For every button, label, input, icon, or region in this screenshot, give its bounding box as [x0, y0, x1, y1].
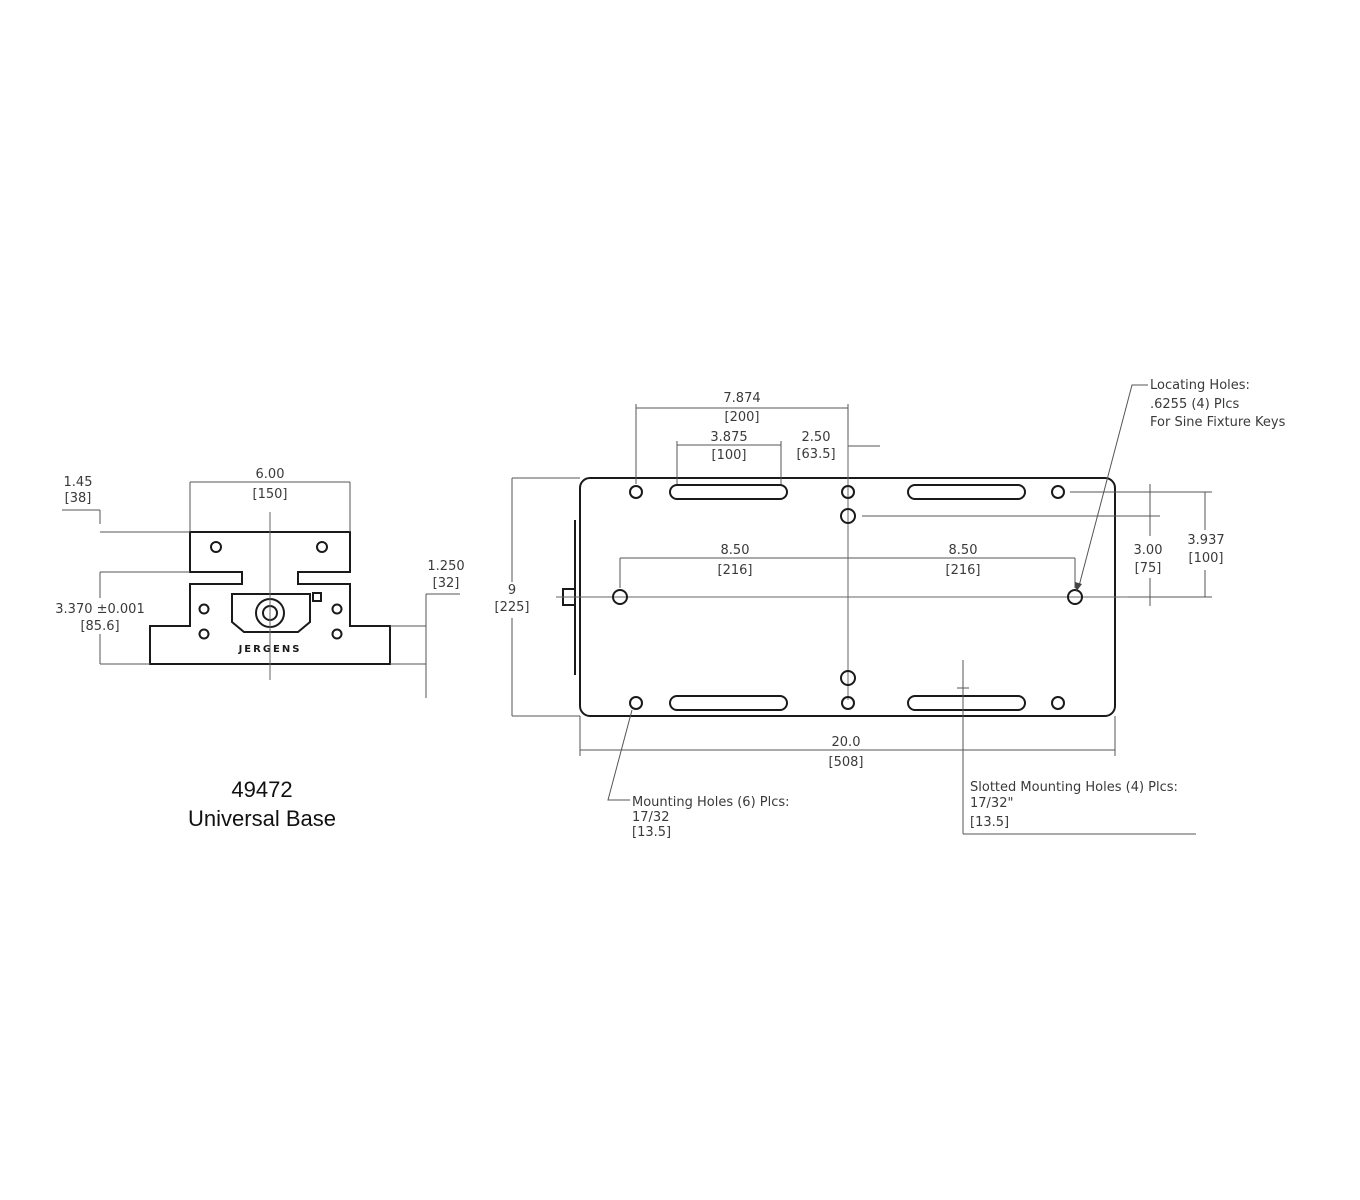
- front-hole: [210, 541, 222, 553]
- dim-step-mm: [38]: [65, 491, 92, 506]
- clamp-pocket: [231, 593, 311, 633]
- front-hole: [198, 603, 210, 615]
- mounting-hole: [1051, 485, 1065, 499]
- callout-slotted-1: Slotted Mounting Holes (4) Plcs:: [970, 780, 1178, 795]
- callout-slotted-3: [13.5]: [970, 815, 1009, 830]
- dim-height-in: 3.370 ±0.001: [55, 602, 144, 617]
- dim-locating-right-mm: [216]: [946, 563, 981, 578]
- dim-offset-mm: [63.5]: [796, 447, 835, 462]
- locating-hole: [840, 670, 856, 686]
- dim-offset-in: 2.50: [802, 430, 831, 445]
- dim-plate-length-in: 20.0: [832, 735, 861, 750]
- front-hole: [198, 628, 210, 640]
- dim-hole-spacing-mm: [200]: [725, 410, 760, 425]
- mounting-hole: [629, 696, 643, 710]
- dim-locating-left-in: 8.50: [721, 543, 750, 558]
- dim-slot-mm: [100]: [712, 448, 747, 463]
- dim-height-mm: [85.6]: [80, 619, 119, 634]
- dim-plate-length-mm: [508]: [829, 755, 864, 770]
- dim-flange-mm: [32]: [433, 576, 460, 591]
- callout-slotted-2: 17/32": [970, 796, 1013, 811]
- dim-locating-left-mm: [216]: [718, 563, 753, 578]
- dim-outer-spacing-mm: [100]: [1189, 551, 1224, 566]
- brand-logo: JERGENS: [238, 644, 302, 655]
- mounting-hole: [1051, 696, 1065, 710]
- set-screw: [312, 592, 322, 602]
- dim-flange-in: 1.250: [427, 559, 464, 574]
- dim-width-in: 6.00: [256, 467, 285, 482]
- mounting-slot: [907, 695, 1026, 711]
- front-hole: [316, 541, 328, 553]
- dim-locating-right-in: 8.50: [949, 543, 978, 558]
- dim-inner-spacing-in: 3.00: [1134, 543, 1163, 558]
- dim-step-in: 1.45: [64, 475, 93, 490]
- mounting-hole: [841, 696, 855, 710]
- dim-plate-height-in: 9: [508, 583, 516, 598]
- callout-locating-3: For Sine Fixture Keys: [1150, 415, 1286, 430]
- front-view: JERGENS 6.00 [150] 1.45 [38] 3.370 ±0.00…: [55, 467, 464, 831]
- front-hole: [331, 603, 343, 615]
- dim-inner-spacing-mm: [75]: [1135, 561, 1162, 576]
- front-hole: [331, 628, 343, 640]
- mounting-slot: [907, 484, 1026, 500]
- dim-outer-spacing-in: 3.937: [1187, 533, 1224, 548]
- locating-hole: [840, 508, 856, 524]
- callout-mounting-3: [13.5]: [632, 825, 671, 840]
- mounting-hole: [629, 485, 643, 499]
- callout-mounting-2: 17/32: [632, 810, 669, 825]
- mounting-slot: [669, 484, 788, 500]
- part-name: Universal Base: [188, 806, 336, 831]
- dim-hole-spacing-in: 7.874: [723, 391, 760, 406]
- part-number: 49472: [231, 777, 292, 802]
- callout-mounting-1: Mounting Holes (6) Plcs:: [632, 795, 790, 810]
- dim-width-mm: [150]: [253, 487, 288, 502]
- mounting-hole: [841, 485, 855, 499]
- locating-hole: [1067, 589, 1083, 605]
- mounting-slot: [669, 695, 788, 711]
- locating-hole: [612, 589, 628, 605]
- top-view: 7.874 [200] 3.875 [100] 2.50 [63.5] 8.50…: [495, 378, 1286, 840]
- callout-locating-2: .6255 (4) Plcs: [1150, 397, 1239, 412]
- dim-plate-height-mm: [225]: [495, 600, 530, 615]
- callout-locating-1: Locating Holes:: [1150, 378, 1250, 393]
- dim-slot-in: 3.875: [710, 430, 747, 445]
